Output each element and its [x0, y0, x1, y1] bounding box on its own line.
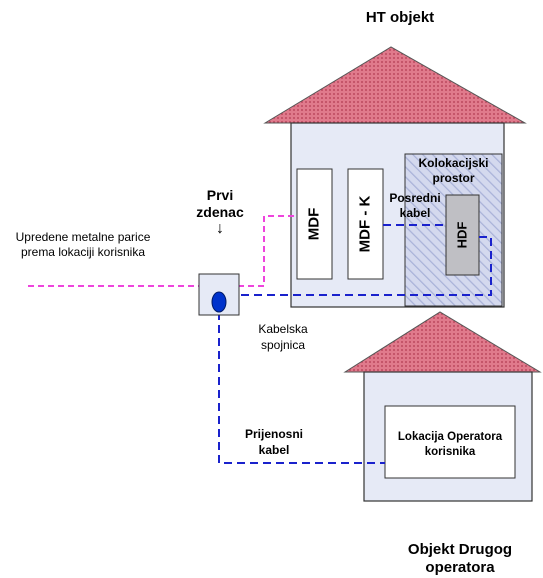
mdf-frame: [296, 168, 333, 280]
cable-joint-icon: [211, 291, 227, 313]
mdf-label: MDF: [305, 207, 323, 241]
twisted-pairs-label: Upredene metalne parice prema lokaciji k…: [15, 230, 151, 259]
hdf-box: [445, 194, 480, 276]
hdf-label: HDF: [454, 221, 470, 249]
other-roof: [343, 311, 542, 373]
mdf-k-label: MDF - K: [356, 195, 374, 253]
ht-object-title: HT objekt: [365, 9, 435, 26]
twisted-pairs-line: [28, 215, 297, 287]
arrow-down-icon: ↓: [216, 220, 224, 237]
transmission-cable-label: Prijenosni kabel: [244, 427, 303, 457]
colocation-space-label: Kolokacijski prostor: [418, 156, 489, 185]
hdf-to-joint-line: [228, 236, 492, 296]
other-operator-title: Objekt Drugog operatora: [407, 541, 513, 576]
intermediate-cable-label: Posredni kabel: [389, 191, 441, 220]
cable-joint-label: Kabelska spojnica: [258, 322, 308, 352]
first-manhole-label: Prvi zdenac: [196, 187, 244, 220]
operator-location-label: Lokacija Operatora korisnika: [397, 431, 503, 458]
operator-location-box: [384, 405, 516, 479]
transmission-cable-line: [218, 312, 385, 464]
ht-roof: [263, 46, 527, 124]
